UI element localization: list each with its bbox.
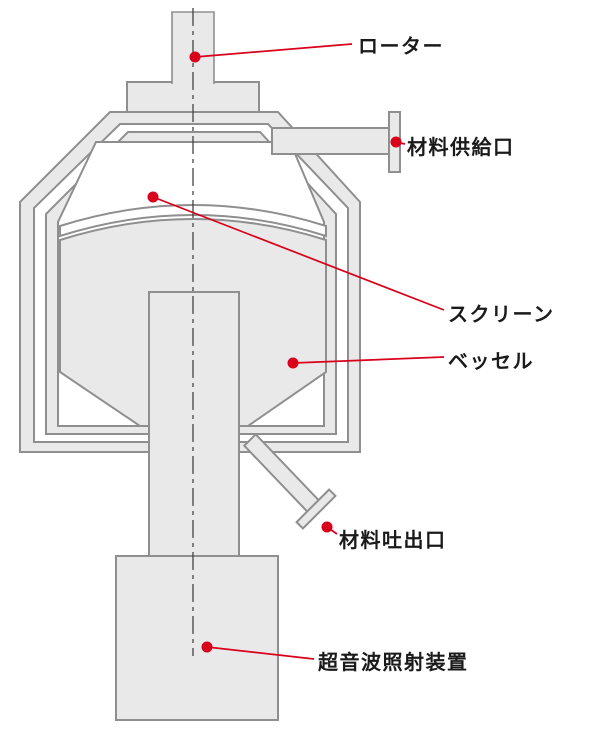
vessel-label: ベッセル	[448, 349, 534, 373]
leader-lines	[152, 43, 445, 660]
screen-leader-line	[152, 196, 445, 311]
screen-mesh-shape	[59, 204, 327, 238]
feed-pipe-shape	[271, 127, 393, 155]
rotor-pointer-dot	[189, 51, 201, 63]
discharge-pipe-flange	[295, 488, 337, 530]
ultrasonic-pointer-dot	[201, 641, 213, 653]
rotor-leader-line	[194, 43, 353, 58]
feed-port-label: 材料供給口	[407, 135, 515, 159]
resonator-column-shape	[148, 291, 240, 557]
screen-label: スクリーン	[448, 302, 555, 326]
vessel-leader-line	[292, 356, 445, 364]
discharge-port-label: 材料吐出口	[339, 528, 447, 552]
discharge-port-pointer-dot	[321, 521, 333, 533]
screen-pointer-dot	[147, 191, 159, 203]
rotor-label: ローター	[358, 34, 444, 58]
ultrasonic-device-label: 超音波照射装置	[318, 650, 469, 674]
ultrasonic-base-shape	[115, 555, 279, 721]
vessel-pointer-dot	[287, 357, 299, 369]
pointer-dots	[147, 51, 402, 653]
ultrasonic-leader-line	[206, 646, 315, 660]
feed-port-pointer-dot	[390, 136, 402, 148]
